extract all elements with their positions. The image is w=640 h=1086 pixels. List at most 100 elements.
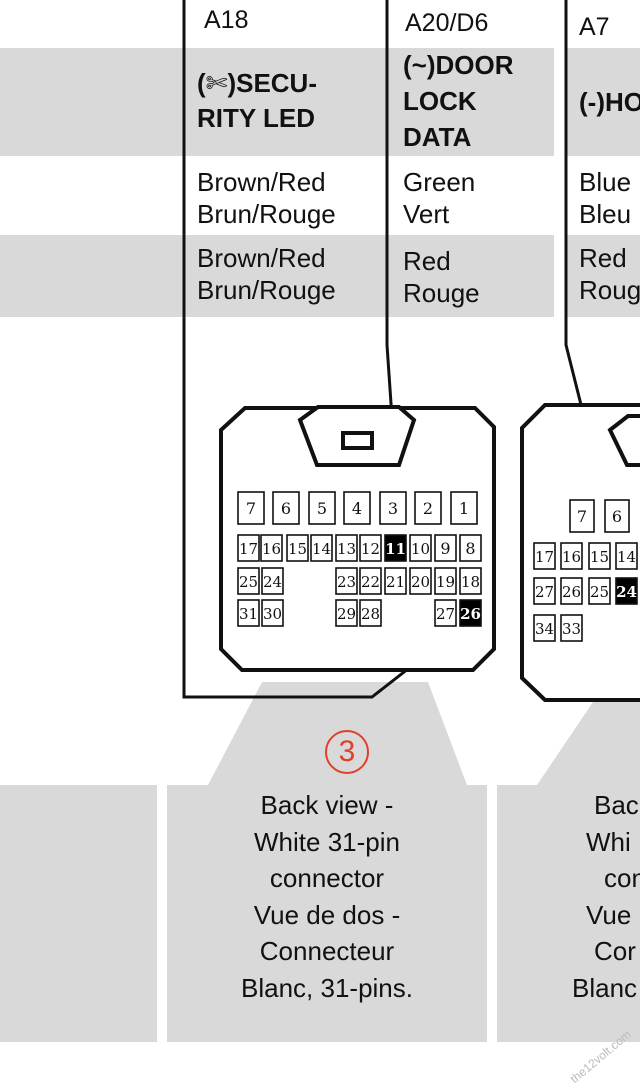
connector1-pin-label-18: 18 — [461, 573, 480, 591]
function-security-led: (✄)SECU- RITY LED — [197, 68, 317, 133]
connector1-pin-label-4: 4 — [352, 499, 362, 518]
connector1-pin-label-5: 5 — [317, 499, 327, 518]
connector2-latch — [607, 414, 640, 467]
connector1-pin-label-16: 16 — [262, 540, 281, 558]
connector1-pin-8 — [459, 534, 482, 562]
connector1-pin-label-30: 30 — [263, 605, 282, 623]
connector1-pin-30 — [261, 599, 284, 627]
column-code-a18: A18 — [204, 6, 249, 34]
connector1-pin-label-22: 22 — [361, 573, 380, 591]
connector1-pin-label-8: 8 — [465, 539, 475, 558]
connector1-pin-22 — [359, 567, 382, 595]
connector1-pin-label-26: 26 — [460, 605, 481, 623]
connector2-pin-17 — [533, 542, 556, 570]
connector1-pin-label-27: 27 — [436, 605, 455, 623]
connector2-pin-label-6: 6 — [612, 507, 622, 526]
connector1-pin-label-13: 13 — [337, 540, 356, 558]
connector2-pin-label-17: 17 — [535, 548, 554, 566]
column-code-a20-d6: A20/D6 — [405, 9, 489, 37]
connector1-pin-label-29: 29 — [337, 605, 356, 623]
connector1-pin-label-7: 7 — [246, 499, 256, 518]
connector1-pin-label-20: 20 — [411, 573, 430, 591]
connector1-pin-24 — [261, 567, 284, 595]
connector2-pin-label-34: 34 — [535, 620, 554, 638]
connector2-pin-7 — [569, 499, 595, 533]
connector1-pin-19 — [434, 567, 457, 595]
connector1-pin-label-24: 24 — [263, 573, 282, 591]
connector-caption: Back view - White 31-pin connector Vue d… — [241, 790, 413, 1003]
connector1-latch — [297, 405, 417, 467]
connector2-pin-27 — [533, 577, 556, 605]
caption-band-left — [0, 785, 157, 1042]
connector1-pin-11 — [384, 534, 407, 562]
connector1-pin-label-6: 6 — [281, 499, 291, 518]
function-door-lock-data: (~)DOOR LOCK DATA — [403, 50, 514, 152]
connector1-pin-14 — [310, 534, 333, 562]
connector1-pin-16 — [260, 534, 283, 562]
wire-row2-band — [0, 235, 554, 317]
connector1-pin-12 — [359, 534, 382, 562]
connector2-pin-label-27: 27 — [535, 583, 554, 601]
connector1-pin-label-31: 31 — [239, 605, 258, 623]
connector1-pin-label-15: 15 — [288, 540, 307, 558]
wire-row2-band-right — [567, 235, 640, 317]
connector1-pin-25 — [237, 567, 260, 595]
connector2-pin-34 — [533, 614, 556, 642]
function-horn: (-)HO — [579, 87, 640, 117]
connector1-pin-label-14: 14 — [312, 540, 331, 558]
connector1-pin-label-21: 21 — [386, 573, 405, 591]
connector1-pin-26 — [459, 599, 482, 627]
step-number-marker: 3 — [325, 730, 369, 774]
function-row-band-right — [567, 48, 640, 156]
connector2-pin-label-33: 33 — [562, 620, 581, 638]
caption-band-middle — [167, 785, 487, 1042]
connector1-pin-18 — [459, 567, 482, 595]
connector1-pin-31 — [237, 599, 260, 627]
connector1-pin-label-23: 23 — [337, 573, 356, 591]
connector1-pin-15 — [286, 534, 309, 562]
connector2-pin-25 — [588, 577, 611, 605]
connector2-pin-label-16: 16 — [562, 548, 581, 566]
function-row-band — [0, 48, 554, 156]
connector2-pin-15 — [588, 542, 611, 570]
connector1-pin-27 — [434, 599, 457, 627]
connector2-pin-label-14: 14 — [617, 548, 636, 566]
column-code-a7: A7 — [579, 13, 610, 41]
connector2-pin-16 — [560, 542, 583, 570]
connector1-pin-label-3: 3 — [388, 499, 398, 518]
connector2-pin-14 — [615, 542, 638, 570]
connector2-pin-26 — [560, 577, 583, 605]
connector1-pin-label-17: 17 — [239, 540, 258, 558]
connector1-pin-label-9: 9 — [440, 539, 450, 558]
connector1-pin-9 — [434, 534, 457, 562]
connector1-pin-label-2: 2 — [423, 499, 433, 518]
connector1-pin-label-19: 19 — [436, 573, 455, 591]
connector1-pin-label-11: 11 — [385, 540, 406, 558]
connector1-pin-13 — [335, 534, 358, 562]
connector1-pin-28 — [359, 599, 382, 627]
connector1-pin-6 — [272, 491, 300, 525]
connector1-pin-29 — [335, 599, 358, 627]
connector2-pin-label-25: 25 — [590, 583, 609, 601]
connector1-pin-10 — [409, 534, 432, 562]
connector2-pin-33 — [560, 614, 583, 642]
connector1-pin-17 — [237, 534, 260, 562]
connector1-pin-21 — [384, 567, 407, 595]
connector1-pin-3 — [379, 491, 407, 525]
connector1-pin-label-28: 28 — [361, 605, 380, 623]
connector2-pin-label-7: 7 — [577, 507, 587, 526]
connector1-pin-1 — [450, 491, 478, 525]
connector1-pin-label-1: 1 — [459, 499, 469, 518]
connector2-pin-label-26: 26 — [562, 583, 581, 601]
connector2-pin-label-24: 24 — [616, 583, 637, 601]
caption-band-right — [497, 785, 640, 1042]
connector2-pin-6 — [604, 499, 630, 533]
